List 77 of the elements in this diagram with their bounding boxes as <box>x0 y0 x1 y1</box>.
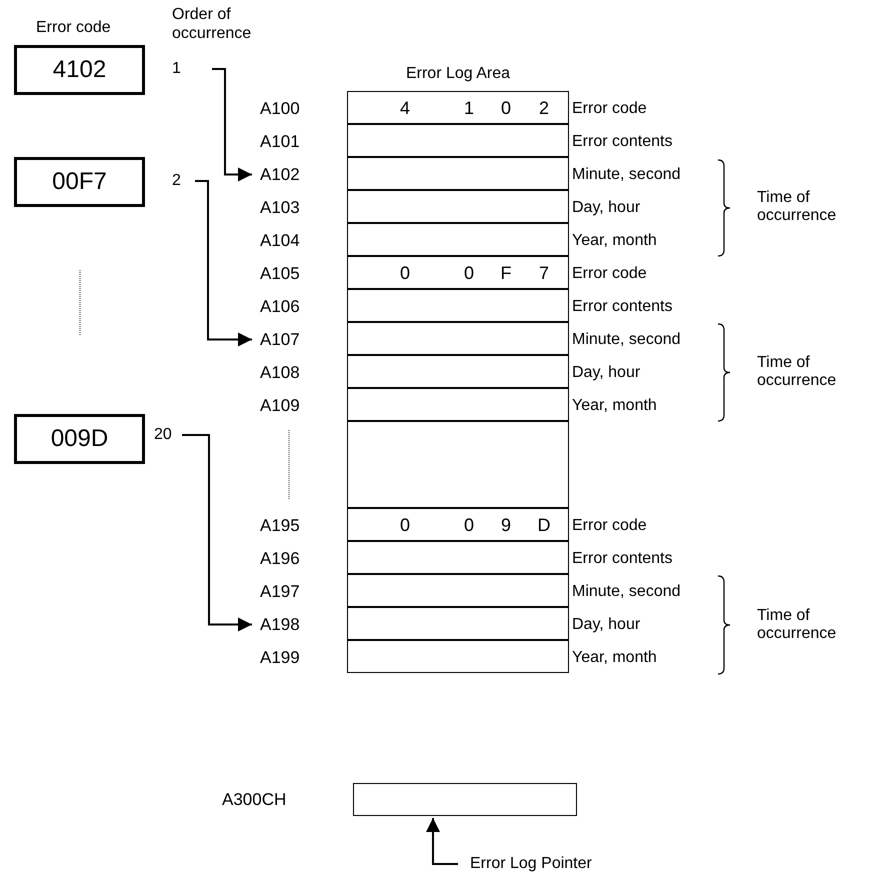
hex-digit: 9 <box>500 514 512 537</box>
field-description: Year, month <box>572 396 657 416</box>
address-label: A196 <box>252 542 324 575</box>
address-label: A102 <box>252 158 324 191</box>
hex-digit: 4 <box>398 97 411 120</box>
hex-digit: 0 <box>398 514 411 537</box>
address-label: A198 <box>252 608 324 641</box>
field-description: Minute, second <box>572 330 681 350</box>
address-label: A109 <box>252 389 324 422</box>
log-row <box>347 322 569 355</box>
address-label: A104 <box>252 224 324 257</box>
column-heading: Error code <box>36 18 112 38</box>
field-description: Day, hour <box>572 198 640 218</box>
field-description: Error code <box>572 264 647 284</box>
address-label: A199 <box>252 641 324 674</box>
error-code-box: 009D <box>14 414 145 464</box>
log-row <box>347 508 569 541</box>
log-row <box>347 574 569 607</box>
address-label: A108 <box>252 356 324 389</box>
error-code-box: 00F7 <box>14 157 145 207</box>
field-description: Error code <box>572 98 647 118</box>
order-number: 1 <box>172 58 192 80</box>
field-description: Year, month <box>572 648 657 668</box>
hex-digit: 2 <box>538 97 550 120</box>
hex-digit: 0 <box>500 97 512 120</box>
hex-digit: F <box>500 262 512 285</box>
group-label: Time of occurrence <box>757 354 838 390</box>
order-number: 20 <box>154 424 178 446</box>
register-label: A300CH <box>222 788 286 811</box>
log-row <box>347 91 569 124</box>
address-label: A100 <box>252 92 324 125</box>
column-heading: Order of occurrence <box>172 5 252 43</box>
field-description: Day, hour <box>572 614 640 634</box>
field-description: Error contents <box>572 548 672 568</box>
hex-digit: 0 <box>462 514 475 537</box>
log-row <box>347 223 569 256</box>
log-row <box>347 157 569 190</box>
log-row <box>347 640 569 673</box>
pointer-label: Error Log Pointer <box>470 853 620 875</box>
log-row <box>347 190 569 223</box>
address-label: A107 <box>252 323 324 356</box>
log-row <box>347 607 569 640</box>
log-row <box>347 388 569 421</box>
group-label: Time of occurrence <box>757 607 838 643</box>
hex-digit: 0 <box>398 262 411 285</box>
arrow <box>212 68 252 182</box>
address-label: A197 <box>252 575 324 608</box>
address-label: A101 <box>252 125 324 158</box>
log-row <box>347 289 569 322</box>
arrow <box>182 434 252 632</box>
field-description: Day, hour <box>572 362 640 382</box>
log-row <box>347 256 569 289</box>
arrow <box>195 180 252 346</box>
table-title: Error Log Area <box>406 64 510 84</box>
pointer-register-box <box>353 783 577 816</box>
field-description: Error contents <box>572 132 672 152</box>
group-label: Time of occurrence <box>757 189 838 225</box>
hex-digit: D <box>537 514 551 537</box>
hex-digit: 7 <box>538 262 550 285</box>
address-label: A105 <box>252 257 324 290</box>
field-description: Error code <box>572 516 647 536</box>
hex-digit: 0 <box>462 262 475 285</box>
error-code-box: 4102 <box>14 45 145 95</box>
field-description: Minute, second <box>572 582 681 602</box>
log-row <box>347 421 569 508</box>
address-label: A195 <box>252 509 324 542</box>
arrow <box>426 818 458 865</box>
order-number: 2 <box>172 170 192 192</box>
field-description: Year, month <box>572 230 657 250</box>
field-description: Error contents <box>572 296 672 316</box>
field-description: Minute, second <box>572 164 681 184</box>
address-label: A106 <box>252 290 324 323</box>
log-row <box>347 355 569 388</box>
log-row <box>347 124 569 157</box>
address-label: A103 <box>252 191 324 224</box>
log-row <box>347 541 569 574</box>
hex-digit: 1 <box>462 97 475 120</box>
